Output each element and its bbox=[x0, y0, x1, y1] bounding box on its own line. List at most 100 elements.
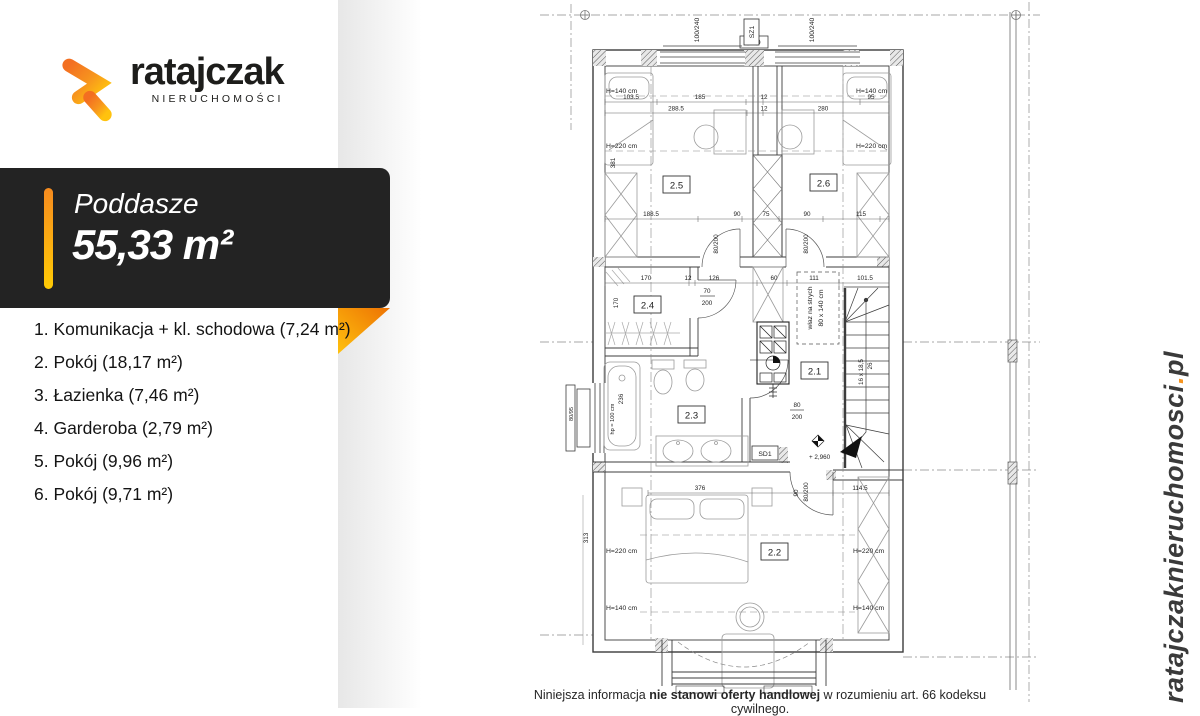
accent-bar bbox=[44, 188, 53, 289]
dim: 60 bbox=[770, 275, 778, 282]
h140-label: H=140 cm bbox=[856, 88, 888, 95]
hp-label: hp = 100 cm bbox=[610, 403, 616, 434]
nightstand-icon bbox=[751, 487, 773, 507]
desk-icon bbox=[781, 109, 815, 155]
interior-walls bbox=[593, 66, 903, 481]
h140-label: H=140 cm bbox=[606, 88, 638, 95]
attic-hatch-label-2: 80 x 140 cm bbox=[818, 289, 825, 326]
dim: 170 bbox=[641, 275, 652, 282]
panel-shadow bbox=[338, 0, 443, 708]
sd1-label: SD1 bbox=[758, 451, 771, 458]
stairs bbox=[840, 286, 890, 469]
door-80-200: 80/200 bbox=[803, 234, 810, 254]
floor-ribbon: Poddasze 55,33 m² bbox=[0, 168, 390, 308]
dim: 12 bbox=[760, 106, 768, 113]
dim: 188.5 bbox=[643, 211, 659, 218]
dim: 313 bbox=[583, 532, 590, 543]
hangers-icon bbox=[605, 267, 680, 346]
vent-shaft bbox=[756, 321, 790, 398]
dim: 101.5 bbox=[857, 275, 873, 282]
brand-name: ratajczak bbox=[130, 51, 285, 93]
window-size-tag: 100/240 bbox=[809, 18, 816, 43]
bidet-icon bbox=[683, 359, 707, 392]
room-label-2-5: 2.5 bbox=[670, 181, 683, 192]
bed-icon bbox=[604, 72, 654, 166]
dim: 126 bbox=[709, 275, 720, 282]
dim: 115 bbox=[856, 211, 867, 218]
floor-plan: właz na strych 80 x 140 cm SD1 + 2,960 S… bbox=[540, 2, 1040, 702]
dimension-texts: 103.5 185 12 95 288.5 12 280 188.5 90 75… bbox=[583, 94, 875, 543]
door-80: 80 bbox=[793, 402, 801, 409]
website-dot: . bbox=[1159, 376, 1189, 385]
brand-logo-icon bbox=[62, 58, 112, 124]
dim: 288.5 bbox=[668, 106, 684, 113]
sz1-marker: SZ1 bbox=[743, 18, 760, 46]
h220-label: H=220 cm bbox=[856, 143, 888, 150]
room-label-2-6: 2.6 bbox=[817, 179, 830, 190]
legal-disclaimer: Niniejsza informacja nie stanowi oferty … bbox=[528, 688, 992, 716]
ceiling-height-labels: H=140 cm H=140 cm H=220 cm H=220 cm H=22… bbox=[606, 88, 888, 612]
dim: 170 bbox=[613, 297, 620, 308]
neighbor-wall bbox=[1007, 12, 1018, 690]
h140-label: H=140 cm bbox=[606, 605, 638, 612]
door-80-200: 80/200 bbox=[803, 482, 810, 502]
dim: 75 bbox=[762, 211, 770, 218]
door-200: 200 bbox=[702, 300, 713, 307]
bed-icon bbox=[842, 72, 892, 166]
bathtub-icon bbox=[603, 361, 641, 451]
dim: 114.5 bbox=[852, 485, 868, 492]
website-vertical: ratajczaknieruchomosci.pl bbox=[1159, 265, 1190, 703]
room-list-item-3: 3. Łazienka (7,46 m²) bbox=[34, 385, 200, 405]
room-list-item-2: 2. Pokój (18,17 m²) bbox=[34, 352, 183, 372]
level-marker: + 2,960 bbox=[809, 434, 831, 461]
dormer-furniture-icon bbox=[721, 602, 775, 689]
dim: 90 bbox=[803, 211, 811, 218]
h220-label: H=220 cm bbox=[853, 548, 885, 555]
floor-area: 55,33 m² bbox=[72, 221, 233, 268]
room-list-item-5: 5. Pokój (9,96 m²) bbox=[34, 451, 174, 471]
dim: 236 bbox=[618, 393, 625, 404]
door-70: 70 bbox=[703, 288, 711, 295]
toilet-icon bbox=[651, 359, 675, 395]
room-label-2-2: 2.2 bbox=[768, 548, 781, 559]
window-size-tag: 100/240 bbox=[694, 18, 701, 43]
furniture bbox=[603, 72, 892, 689]
h140-label: H=140 cm bbox=[853, 605, 885, 612]
sz1-label: SZ1 bbox=[749, 26, 756, 39]
doors bbox=[697, 228, 834, 516]
building-walls bbox=[592, 49, 904, 653]
stairs-label: 16 x 18,5 bbox=[858, 359, 865, 385]
dormer bbox=[661, 640, 827, 694]
ribbon-fold bbox=[338, 308, 390, 354]
brand-logo: ratajczak NIERUCHOMOŚCI bbox=[56, 51, 285, 124]
attic-hatch: właz na strych 80 x 140 cm bbox=[796, 271, 840, 345]
disclaimer-bold: nie stanowi oferty handlowej bbox=[649, 688, 821, 702]
room-list: 1. Komunikacja + kl. schodowa (7,24 m²) … bbox=[34, 313, 351, 511]
dim: 12 bbox=[684, 275, 692, 282]
room-label-2-3: 2.3 bbox=[685, 411, 698, 422]
dim: 111 bbox=[809, 275, 819, 282]
room-list-item-6: 6. Pokój (9,71 m²) bbox=[34, 484, 174, 504]
website-tld: pl bbox=[1159, 351, 1189, 377]
h220-label: H=220 cm bbox=[606, 548, 638, 555]
chair-icon bbox=[693, 124, 719, 150]
brand-subtitle: NIERUCHOMOŚCI bbox=[151, 93, 284, 105]
nightstand-icon bbox=[621, 487, 643, 507]
sd1-marker: SD1 bbox=[751, 445, 779, 461]
dim: 280 bbox=[818, 106, 829, 113]
room-label-2-1: 2.1 bbox=[808, 367, 821, 378]
axis-lines bbox=[540, 2, 1040, 702]
website-main: ratajczaknieruchomosci bbox=[1159, 384, 1189, 703]
dim: 95 bbox=[867, 94, 875, 101]
sink-counter-icon bbox=[655, 435, 749, 467]
dim: 185 bbox=[695, 94, 706, 101]
room-label-2-4: 2.4 bbox=[641, 301, 654, 312]
door-80-200: 80/200 bbox=[713, 234, 720, 254]
dimension-lines bbox=[604, 99, 890, 496]
chair-icon bbox=[777, 124, 803, 150]
attic-hatch-label-1: właz na strych bbox=[807, 286, 814, 330]
room-list-item-1: 1. Komunikacja + kl. schodowa (7,24 m²) bbox=[34, 319, 351, 339]
height-lines bbox=[605, 66, 889, 640]
dim: 381 bbox=[610, 157, 617, 168]
room-list-item-4: 4. Garderoba (2,79 m²) bbox=[34, 418, 213, 438]
